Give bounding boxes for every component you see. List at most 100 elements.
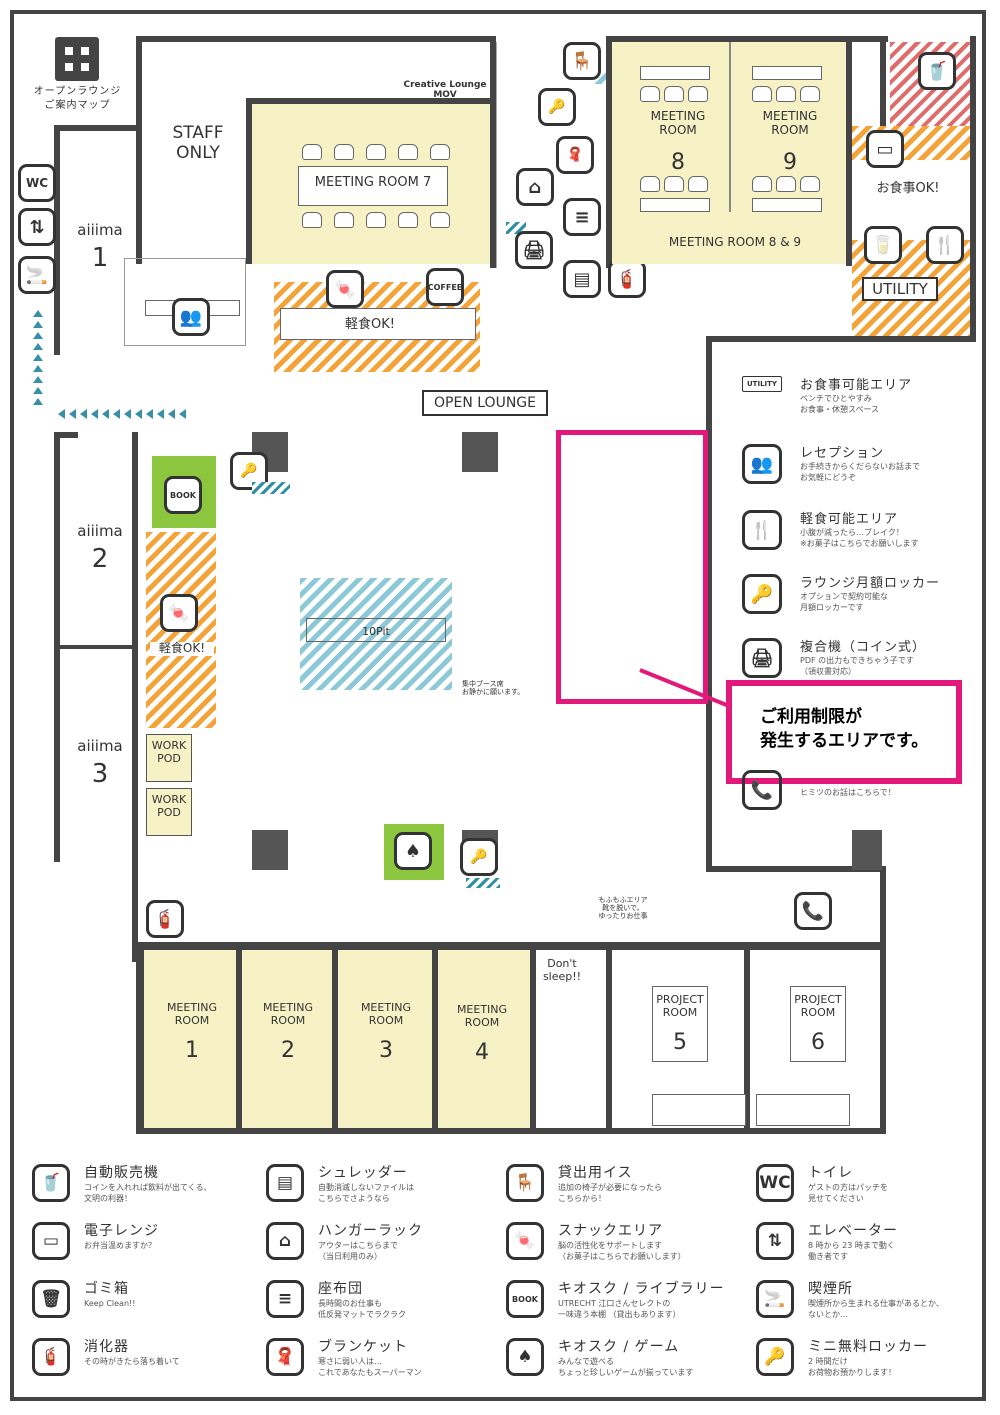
meeting-room-4-label: MEETING ROOM: [456, 1003, 508, 1029]
snack-top-label: 軽食OK!: [345, 317, 395, 332]
side-legend-item: 🔑ラウンジ月額ロッカーオプションで契約可能な 月額ロッカーです: [742, 574, 952, 634]
path-arrow: [69, 409, 76, 419]
path-arrow: [33, 354, 43, 361]
side-legend-item: 🖨複合機（コイン式）PDF の出力もできちゃう子です （領収書対応）: [742, 638, 952, 698]
map-title-line2: ご案内マップ: [44, 100, 111, 111]
legend-title: 電子レンジ: [84, 1223, 159, 1239]
path-arrow: [33, 343, 43, 350]
meeting-room-8-number: 8: [671, 150, 685, 175]
mini-locker-icon: 🔑: [538, 88, 576, 126]
work-pod-2-label: WORK POD: [151, 793, 187, 819]
coffee-icon: COFFEE: [426, 268, 464, 306]
smoking-icon: 🚬: [18, 256, 56, 294]
legend-desc: アウターはこちらまで （当日利用のみ）: [318, 1241, 398, 1261]
meeting-room-2-label: MEETING ROOM: [262, 1001, 314, 1027]
legend-icon: ⌂: [266, 1222, 304, 1260]
legend-title: ブランケット: [318, 1339, 408, 1355]
extinguisher-icon: 🧯: [608, 260, 646, 298]
work-pod-2[interactable]: [146, 788, 192, 836]
restricted-area-callout: [726, 680, 962, 784]
legend-title: 消化器: [84, 1339, 129, 1355]
vending-machine-icon: 🥤: [918, 52, 956, 90]
wc-icon: WC: [18, 164, 56, 202]
card-game-icon: ♠: [394, 832, 432, 870]
10pit-focus-area[interactable]: [300, 578, 452, 690]
aiiima-2-number: 2: [91, 544, 109, 574]
meeting-room-2[interactable]: [242, 950, 332, 1128]
legend-title: スナックエリア: [558, 1223, 663, 1239]
meeting-room-9-label: MEETING ROOM: [762, 109, 818, 137]
legend-item: ▤シュレッダー自動消滅しないファイルは こちらでさようなら: [266, 1164, 496, 1220]
side-legend-icon: 🖨: [742, 638, 782, 678]
legend-desc: コインを入れれば飲料が出てくる、 文明の利器！: [84, 1183, 212, 1203]
path-arrow: [80, 409, 87, 419]
work-pod-1[interactable]: [146, 734, 192, 782]
shredder-icon: ▤: [563, 260, 601, 298]
legend-item: 🪑貸出用イス追加の椅子が必要になったら こちらから！: [506, 1164, 736, 1220]
legend-desc: 自動消滅しないファイルは こちらでさようなら: [318, 1183, 414, 1203]
legend-icon: 🥤: [32, 1164, 70, 1202]
legend-item: 🧣ブランケット寒さに弱い人は… これであなたもスーパーマン: [266, 1338, 496, 1394]
legend-icon: ▭: [32, 1222, 70, 1260]
microwave-icon: ▭: [866, 130, 904, 168]
aiiima-1-number: 1: [91, 243, 109, 273]
cutlery-icon: 🍴: [926, 226, 964, 264]
drink-icon: 🥛: [864, 226, 902, 264]
legend-title: 座布団: [318, 1281, 363, 1297]
path-arrow: [102, 409, 109, 419]
aiiima-3-label: aiiima: [77, 737, 123, 755]
project-room-5-label: PROJECT ROOM: [656, 993, 704, 1019]
reception-icon: 👥: [172, 298, 210, 336]
legend-desc: 寒さに弱い人は… これであなたもスーパーマン: [318, 1357, 422, 1377]
path-arrow: [135, 409, 142, 419]
dont-sleep-label: Don't sleep!!: [542, 957, 582, 983]
snack-icon: 🍬: [326, 270, 364, 308]
legend-title: キオスク / ライブラリー: [558, 1281, 725, 1297]
side-legend-desc: 小腹が減ったら…ブレイク！ ※お菓子はこちらでお願いします: [800, 528, 919, 548]
meeting-room-4[interactable]: [438, 950, 530, 1128]
menu-grid-icon: [55, 37, 99, 81]
legend-item: ♠キオスク / ゲームみんなで遊べる ちょっと珍しいゲームが揃っています: [506, 1338, 736, 1394]
side-legend-title: ラウンジ月額ロッカー: [800, 576, 941, 591]
legend-icon: BOOK: [506, 1280, 544, 1318]
map-frame: [10, 10, 986, 1401]
side-legend-icon: 🍴: [742, 510, 782, 550]
cushion-icon: ≡: [563, 198, 601, 236]
phone-icon: 📞: [794, 892, 832, 930]
legend-icon: 🔑: [756, 1338, 794, 1376]
side-legend-title: レセプション: [800, 446, 885, 461]
legend-desc: 8 時から 23 時まで動く 働き者です: [808, 1241, 895, 1261]
meeting-room-1[interactable]: [144, 950, 236, 1128]
side-legend-desc: お手続きからくだらないお話まで お気軽にどうぞ: [800, 462, 920, 482]
legend-title: シュレッダー: [318, 1165, 408, 1181]
path-arrow: [179, 409, 186, 419]
legend-desc: その時がきたら落ち着いて: [84, 1357, 180, 1366]
utility-sign: UTILITY: [862, 277, 938, 301]
path-arrow: [113, 409, 120, 419]
path-arrow: [33, 387, 43, 394]
meeting-room-1-number: 1: [185, 1038, 199, 1063]
path-arrow: [91, 409, 98, 419]
legend-title: トイレ: [808, 1165, 853, 1181]
path-arrow: [33, 321, 43, 328]
meeting-room-3[interactable]: [338, 950, 432, 1128]
legend-icon: WC: [756, 1164, 794, 1202]
snack-icon: 🍬: [160, 594, 198, 632]
extinguisher-icon: 🧯: [146, 900, 184, 938]
meeting-room-7-label: MEETING ROOM 7: [314, 175, 432, 190]
open-lounge-sign: OPEN LOUNGE: [422, 390, 548, 416]
legend-icon: 🗑: [32, 1280, 70, 1318]
10pit-label: 10Pit: [362, 625, 390, 638]
legend-icon: ⇅: [756, 1222, 794, 1260]
map-title-line1: オープンラウンジ: [33, 86, 122, 97]
project-room-6-number: 6: [811, 1030, 825, 1055]
legend-item: 🚬喫煙所喫煙所から生まれる仕事があるとか、 ないとか…: [756, 1280, 986, 1336]
legend-item: ▭電子レンジお弁当温めますか？: [32, 1222, 262, 1278]
legend-icon: ♠: [506, 1338, 544, 1376]
legend-item: 🥤自動販売機コインを入れれば飲料が出てくる、 文明の利器！: [32, 1164, 262, 1220]
legend-icon: 🪑: [506, 1164, 544, 1202]
side-legend-icon: 📞: [742, 770, 782, 810]
mofu-area-note: もふもふエリア 靴を脱いで、 ゆったりお仕事: [598, 896, 648, 921]
